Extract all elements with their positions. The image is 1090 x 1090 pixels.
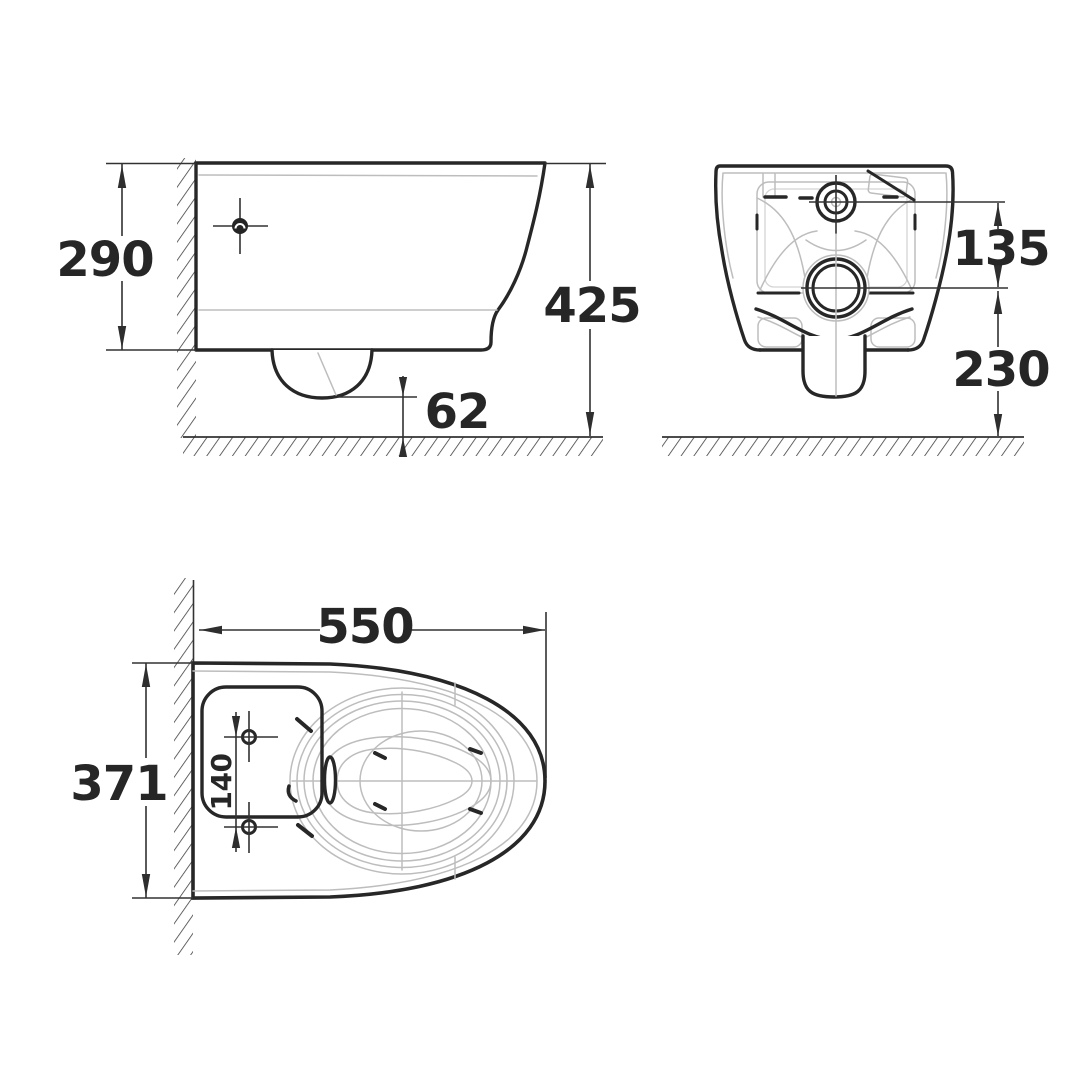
dim-140-label: 140 xyxy=(205,754,238,811)
floor-hatch xyxy=(662,437,1024,456)
side-view: 290 425 62 xyxy=(56,158,642,457)
dim-230-label: 230 xyxy=(952,342,1049,398)
floor-hatch xyxy=(183,437,603,456)
fixing-plate xyxy=(200,685,324,819)
seat-bumper-dashes xyxy=(295,717,483,838)
fixing-hole-bottom xyxy=(224,802,278,853)
width-extension-lines xyxy=(132,662,193,899)
wall-hatch xyxy=(174,578,193,955)
seat-rings xyxy=(289,682,537,880)
dimension-371: 371 xyxy=(70,663,169,898)
dim-425-label: 425 xyxy=(543,278,640,334)
inner-shell-line xyxy=(721,172,948,279)
hinge-dashes xyxy=(763,195,899,200)
dimension-62: 62 xyxy=(398,376,490,457)
valve-box xyxy=(867,173,909,198)
hinge-slot xyxy=(322,755,338,805)
seat-diagonal xyxy=(866,169,916,202)
dimension-140: 140 xyxy=(205,712,241,852)
dimension-135: 135 xyxy=(952,203,1051,287)
wall-hatch xyxy=(177,158,196,438)
dim-371-label: 371 xyxy=(70,756,167,812)
rim-detail-line xyxy=(198,174,538,177)
dim-135-label: 135 xyxy=(952,221,1049,277)
plan-inner-line xyxy=(192,670,538,892)
outlet-tube xyxy=(801,334,867,399)
plan-view: 550 371 140 xyxy=(70,578,547,955)
fixing-hole-top xyxy=(224,711,278,762)
trap-detail-line xyxy=(317,352,337,396)
dimension-290: 290 xyxy=(56,164,155,350)
seat-hook-dash xyxy=(286,784,298,803)
dim-290-label: 290 xyxy=(56,232,153,288)
rear-view: 135 230 xyxy=(662,164,1051,456)
dimension-230: 230 xyxy=(952,291,1051,436)
dim-550-label: 550 xyxy=(316,599,413,655)
dimension-550: 550 xyxy=(199,599,545,655)
trap-outline xyxy=(270,348,374,400)
extension-lines xyxy=(106,162,606,398)
fixing-point-marker xyxy=(213,198,268,254)
frame-bold-edges xyxy=(755,213,917,295)
toilet-body-outline xyxy=(194,161,547,352)
dimension-425: 425 xyxy=(543,164,642,436)
dim-62-label: 62 xyxy=(425,384,490,440)
